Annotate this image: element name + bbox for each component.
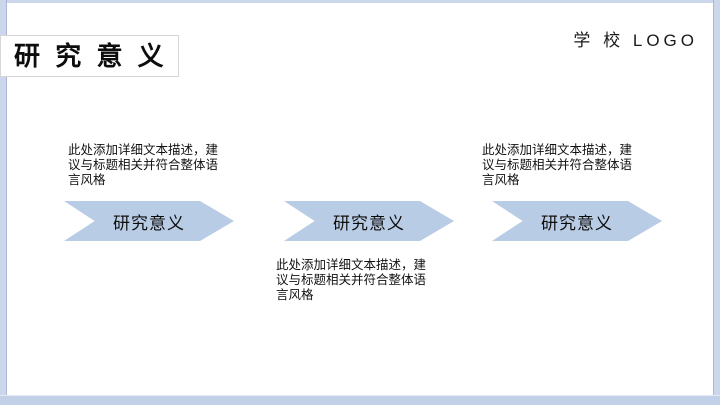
- description-line: 议与标题相关并符合整体语: [68, 158, 219, 172]
- description-line: 议与标题相关并符合整体语: [482, 158, 633, 172]
- title-box: 研 究 意 义: [0, 35, 179, 77]
- description-line: 议与标题相关并符合整体语: [276, 273, 427, 287]
- description-line: 言风格: [276, 288, 314, 302]
- slide-frame-bottom: [0, 395, 720, 405]
- arrow-label: 研究意义: [333, 213, 405, 233]
- slide-frame-top: [0, 0, 720, 3]
- chevron-arrow-2: 研究意义: [284, 201, 454, 241]
- chevron-arrow-3: 研究意义: [492, 201, 662, 241]
- description-text-3: 此处添加详细文本描述，建 议与标题相关并符合整体语 言风格: [482, 143, 656, 188]
- slide-frame-right: [713, 0, 720, 405]
- chevron-arrow-1: 研究意义: [64, 201, 234, 241]
- slide-frame-left: [0, 0, 7, 405]
- description-text-2: 此处添加详细文本描述，建 议与标题相关并符合整体语 言风格: [276, 258, 450, 303]
- description-text-1: 此处添加详细文本描述，建 议与标题相关并符合整体语 言风格: [68, 143, 242, 188]
- page-title: 研 究 意 义: [14, 41, 168, 71]
- description-line: 言风格: [68, 173, 106, 187]
- description-line: 言风格: [482, 173, 520, 187]
- arrow-label: 研究意义: [541, 213, 613, 233]
- description-line: 此处添加详细文本描述，建: [68, 143, 219, 157]
- arrow-label: 研究意义: [113, 213, 185, 233]
- school-logo: 学 校 LOGO: [573, 31, 698, 50]
- description-line: 此处添加详细文本描述，建: [276, 258, 427, 272]
- description-line: 此处添加详细文本描述，建: [482, 143, 633, 157]
